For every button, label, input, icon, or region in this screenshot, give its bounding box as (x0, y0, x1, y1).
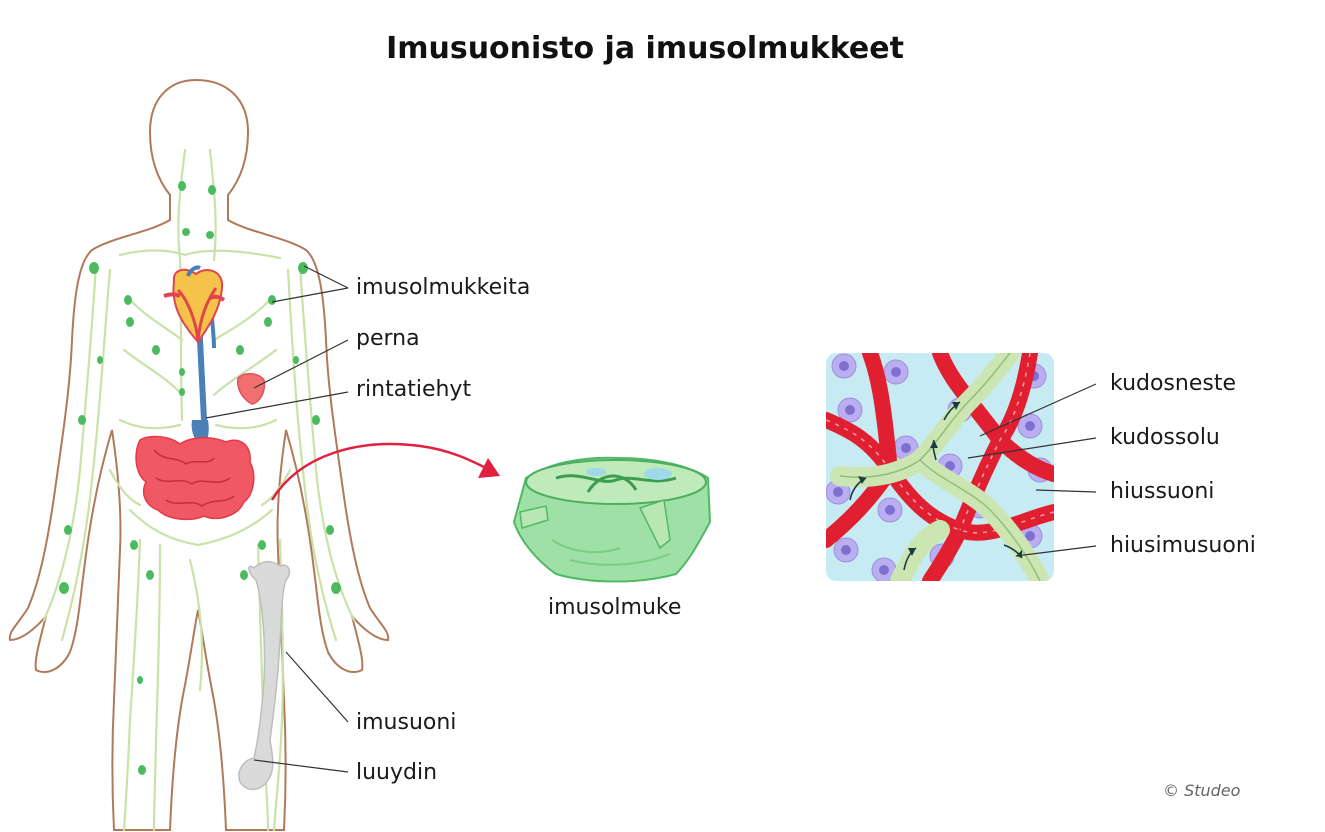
label-spleen: perna (356, 328, 420, 350)
lymph-node-dot (130, 540, 138, 550)
lymph-node-dot (178, 181, 186, 191)
lymph-node-dot (312, 415, 320, 425)
lymph-node-dot (64, 525, 72, 535)
lymph-node-dot (137, 676, 143, 684)
lymph-node-dot (331, 582, 341, 594)
lymph-node-dot (126, 317, 134, 327)
label-tissue-fluid: kudosneste (1110, 373, 1236, 395)
label-lymph-capillary: hiusimusuoni (1110, 535, 1256, 557)
lymph-node-dot (258, 540, 266, 550)
lymph-node-dot (240, 570, 248, 580)
lymph-node-dot (97, 356, 103, 364)
lymph-node-dot (124, 295, 132, 305)
lymph-node-dot (206, 231, 214, 239)
label-lymph-node: imusolmuke (548, 597, 681, 619)
tissue-inset (826, 353, 1054, 582)
lymph-node-dot (298, 262, 308, 274)
label-tissue-cell: kudossolu (1110, 427, 1220, 449)
lymph-node-dot (326, 525, 334, 535)
lymph-node-dot (179, 388, 185, 396)
lymph-node-illustration (514, 458, 710, 582)
lymph-node-dot (78, 415, 86, 425)
lymph-node-dot (146, 570, 154, 580)
lymph-node-dot (264, 317, 272, 327)
label-lymph-nodes: imusolmukkeita (356, 277, 530, 299)
lymph-node-dot (138, 765, 146, 775)
label-bone-marrow: luuydin (356, 762, 437, 784)
copyright-credit: © Studeo (1163, 781, 1240, 800)
lymph-node-dot (59, 582, 69, 594)
lymph-node-dot (152, 345, 160, 355)
lymph-node-dot (208, 185, 216, 195)
intestines (136, 437, 254, 520)
lymph-node-dot (268, 295, 276, 305)
lymph-node-dot (182, 228, 190, 236)
label-capillary: hiussuoni (1110, 481, 1214, 503)
lymph-node-dot (179, 368, 185, 376)
lymph-node-dot (89, 262, 99, 274)
label-lymph-vessel: imusuoni (356, 712, 456, 734)
label-thoracic-duct: rintatiehyt (356, 379, 471, 401)
lymph-node-dot (236, 345, 244, 355)
lymph-node-dot (293, 356, 299, 364)
